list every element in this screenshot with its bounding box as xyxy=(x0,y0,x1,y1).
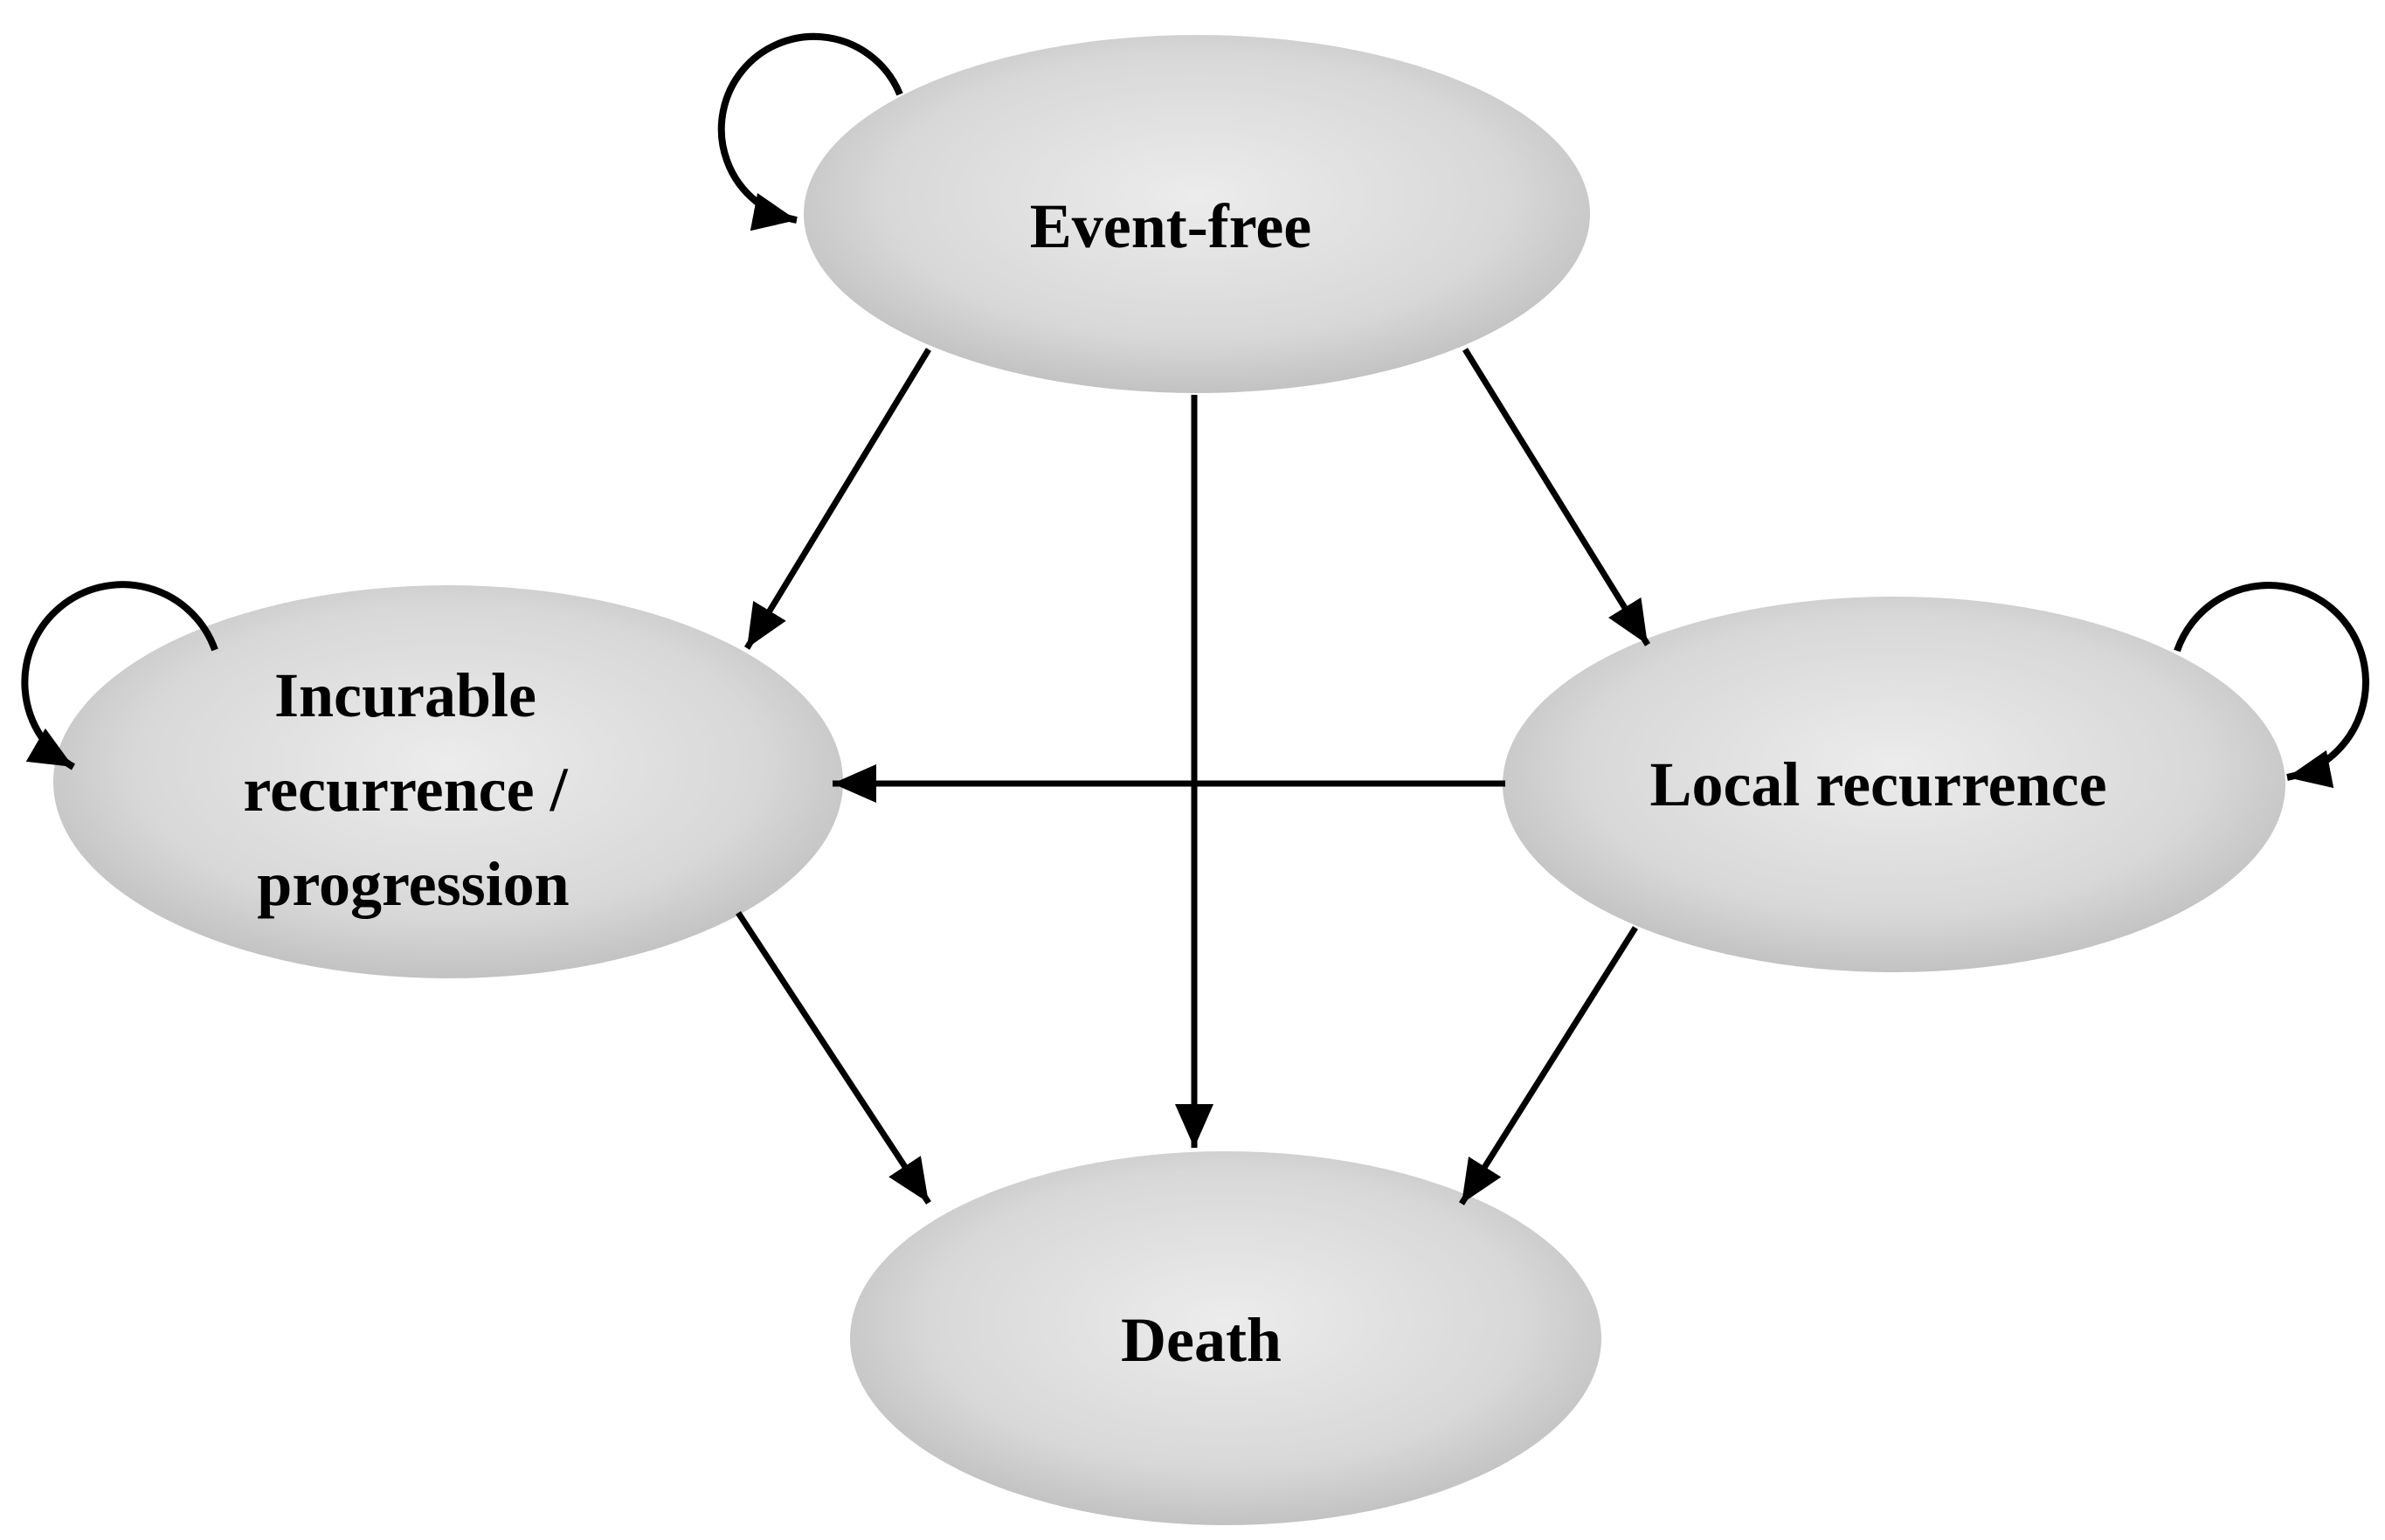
state-incurable-recurrence-progression xyxy=(53,585,843,978)
label-death: Death xyxy=(1121,1305,1282,1375)
arrow-event-free-to-incurable xyxy=(744,348,931,650)
label-event-free: Event-free xyxy=(1030,191,1312,261)
state-event-free xyxy=(804,35,1590,393)
state-labels: Event-free Incurable recurrence / progre… xyxy=(243,191,2106,1375)
arrow-incurable-to-death xyxy=(736,911,931,1205)
label-local-recurrence: Local recurrence xyxy=(1649,749,2106,819)
label-incurable-line-1: Incurable xyxy=(274,660,536,730)
arrow-event-free-to-local-recurrence xyxy=(1462,348,1650,646)
self-loop-arrow-incurable xyxy=(21,581,218,770)
label-incurable-line-2: recurrence / xyxy=(243,755,568,825)
state-local-recurrence xyxy=(1503,597,2285,972)
self-loop-arrow-local-recurrence xyxy=(2174,582,2369,789)
self-loop-arrow-event-free xyxy=(717,32,903,231)
state-nodes xyxy=(53,35,2285,1525)
label-incurable-line-3: progression xyxy=(257,849,569,919)
transition-arrows xyxy=(21,32,2369,1205)
state-death xyxy=(850,1151,1601,1525)
label-incurable-recurrence-progression: Incurable recurrence / progression xyxy=(243,660,583,919)
arrow-local-recurrence-to-death xyxy=(1459,926,1638,1205)
